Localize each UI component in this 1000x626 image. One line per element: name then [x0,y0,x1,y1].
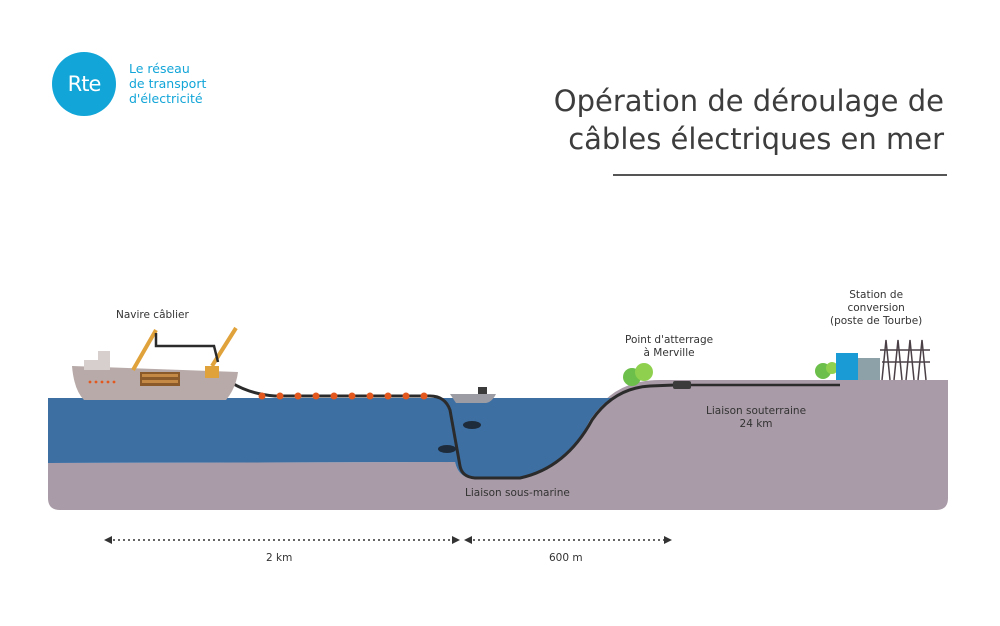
title-divider [613,174,947,176]
underground-label: Liaison souterraine 24 km [706,405,806,431]
junction-box [673,381,691,389]
title-line-2: câbles électriques en mer [568,122,944,156]
underground-label-line-2: 24 km [739,418,773,430]
distance-markers [104,536,672,544]
station-label-line-1: Station de [849,289,904,301]
landing-label-line-1: Point d'atterrage [625,334,714,346]
ground [48,380,948,510]
distance-sea-label: 2 km [266,552,293,564]
diver-icon [438,421,481,453]
buoys [258,392,428,400]
tagline-line-2: de transport [129,76,207,91]
landing-label: Point d'atterrage à Merville [625,334,713,360]
station-label-line-3: (poste de Tourbe) [830,315,923,327]
title-line-1: Opération de déroulage de [553,84,944,118]
cable-ship-icon [72,326,238,400]
distance-shore-label: 600 m [549,552,583,564]
sea [48,398,612,478]
tree-icon [623,362,838,386]
surface-cable [231,381,676,480]
station-label-line-2: conversion [847,302,905,314]
underground-label-line-1: Liaison souterraine [706,405,807,417]
logo-text: Rte [67,72,102,96]
station-label: Station de conversion (poste de Tourbe) [830,289,922,328]
small-boat-icon [450,387,496,403]
tagline-line-3: d'électricité [129,91,203,106]
rte-logo: Rte [52,52,116,116]
tagline-line-1: Le réseau [129,61,190,76]
conversion-station-icon [836,339,930,381]
landing-label-line-2: à Merville [643,347,695,359]
brand-tagline: Le réseau de transport d'électricité [129,61,206,106]
ship-label: Navire câblier [116,309,189,321]
submarine-label: Liaison sous-marine [465,487,570,499]
page-title: Opération de déroulage de câbles électri… [554,82,944,158]
